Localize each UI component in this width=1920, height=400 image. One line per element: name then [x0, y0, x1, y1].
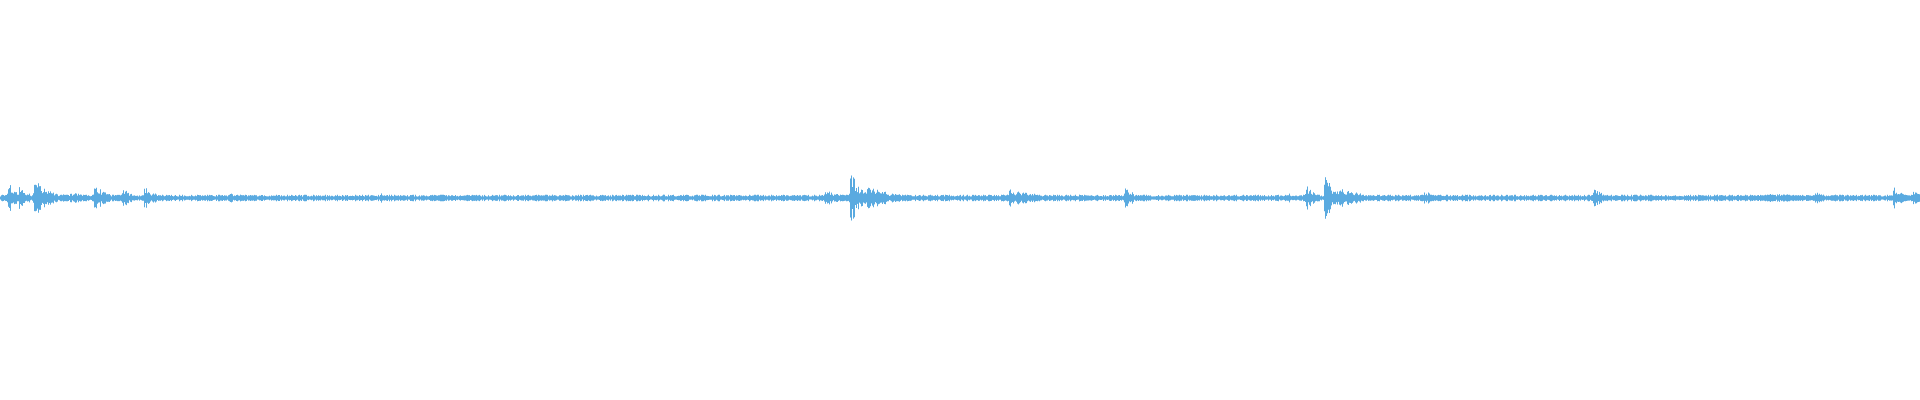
waveform-trace [0, 175, 1920, 221]
waveform-bars [0, 175, 1920, 221]
